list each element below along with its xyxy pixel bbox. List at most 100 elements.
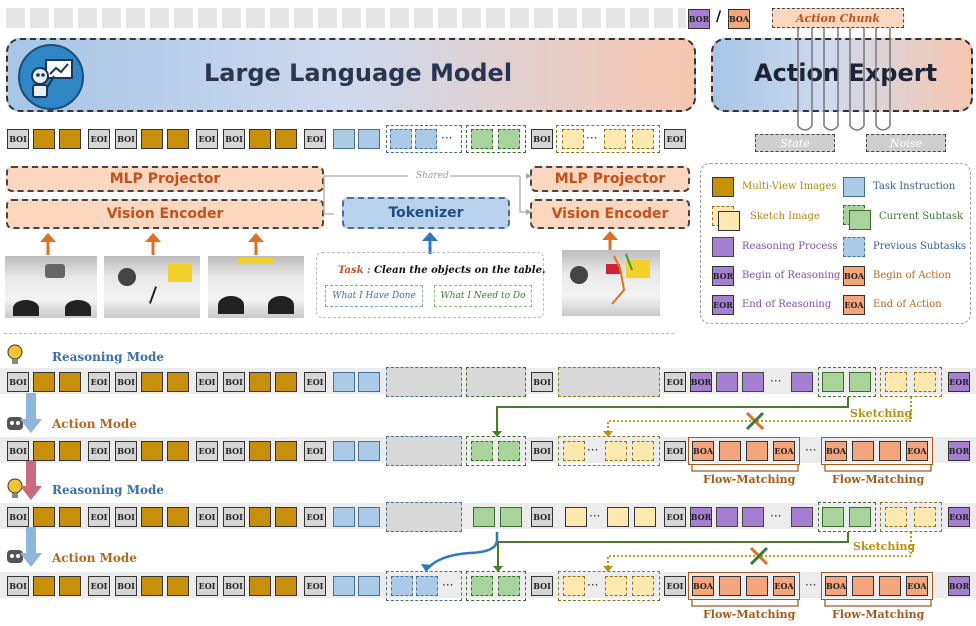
previous-subtasks-group <box>386 125 462 153</box>
flow-matching-bracket <box>691 465 932 472</box>
image-token <box>167 372 189 392</box>
previous-subtasks-placeholder <box>386 367 462 397</box>
eoi-token: EOI <box>664 372 686 392</box>
bor-token: BOR <box>948 576 970 596</box>
pencil-brush-icon <box>745 411 765 431</box>
image-token <box>141 576 163 596</box>
legend-previous-subtasks: Previous Subtasks <box>873 241 967 252</box>
instruction-token <box>358 129 380 149</box>
reasoning-mode-label: Reasoning Mode <box>52 350 165 364</box>
bor-token: BOR <box>690 372 712 392</box>
reasoning-token <box>791 507 813 527</box>
reasoning-token <box>716 507 738 527</box>
legend-panel <box>700 163 971 324</box>
ellipsis: ··· <box>441 131 453 145</box>
boi-token: BOI <box>115 507 137 527</box>
previous-subtask-token <box>416 576 438 596</box>
flow-matching-bracket <box>691 600 932 607</box>
image-token <box>59 129 81 149</box>
previous-subtasks-placeholder <box>386 436 462 466</box>
ellipsis: ··· <box>805 578 817 592</box>
action-chunk-group <box>821 437 933 465</box>
reasoning-token <box>791 372 813 392</box>
eoi-token: EOI <box>88 129 110 149</box>
action-token <box>879 441 901 461</box>
sketch-group <box>556 125 660 153</box>
instruction-token <box>333 576 355 596</box>
sketch-token <box>605 576 627 596</box>
robot-icon <box>7 417 23 430</box>
pencil-brush-icon <box>749 546 769 566</box>
image-token <box>167 507 189 527</box>
image-token <box>33 372 55 392</box>
legend-current-subtask: Current Subtask <box>879 211 964 222</box>
boi-token: BOI <box>223 507 245 527</box>
instruction-token <box>333 507 355 527</box>
current-subtask-token <box>471 129 493 149</box>
boi-token: BOI <box>7 507 29 527</box>
current-subtask-placeholder <box>466 367 526 397</box>
image-token <box>141 441 163 461</box>
action-chunk-group <box>688 437 800 465</box>
image-token <box>33 507 55 527</box>
action-chunk-group <box>688 572 800 600</box>
arrow-up-icon <box>422 232 438 254</box>
image-token <box>59 372 81 392</box>
current-subtask-group <box>818 502 876 532</box>
action-token <box>719 576 741 596</box>
eoi-token: EOI <box>196 507 218 527</box>
reasoning-token <box>742 507 764 527</box>
image-token <box>59 441 81 461</box>
action-token <box>852 576 874 596</box>
ellipsis: ··· <box>587 578 599 592</box>
current-subtask-token <box>473 507 495 527</box>
boi-token: BOI <box>7 576 29 596</box>
previous-subtasks-group <box>386 571 462 601</box>
camera-view-3 <box>208 256 304 318</box>
ellipsis: ··· <box>770 509 782 523</box>
image-token <box>141 372 163 392</box>
eoi-token: EOI <box>304 372 326 392</box>
arrow-up-icon <box>248 233 264 255</box>
image-token <box>249 372 271 392</box>
image-token <box>167 441 189 461</box>
boi-token: BOI <box>7 441 29 461</box>
camera-view-2 <box>104 256 200 318</box>
action-token <box>852 441 874 461</box>
action-token <box>879 576 901 596</box>
eoi-token: EOI <box>304 507 326 527</box>
sketch-group <box>558 436 660 466</box>
sketch-token <box>565 507 587 527</box>
action-expert-banner <box>711 38 973 112</box>
ellipsis: ··· <box>770 374 782 388</box>
bor-token: BOR <box>690 507 712 527</box>
current-subtask-token <box>498 576 520 596</box>
image-token <box>167 576 189 596</box>
boi-token: BOI <box>531 129 553 149</box>
current-subtask-group <box>818 367 876 397</box>
image-token <box>249 129 271 149</box>
eor-token: EOR <box>948 372 970 392</box>
eoi-token: EOI <box>304 441 326 461</box>
mlp-projector-right: MLP Projector <box>530 166 690 192</box>
action-chunk-label: Action Chunk <box>772 8 904 28</box>
legend-swatch-reasoning <box>712 237 734 257</box>
ellipsis: ··· <box>587 443 599 457</box>
current-subtask-token <box>471 441 493 461</box>
previous-subtasks-placeholder <box>386 502 462 532</box>
eoi-token: EOI <box>88 372 110 392</box>
state-box: State <box>755 134 835 152</box>
sketch-group <box>880 367 942 397</box>
legend-swatch-sketch-solid <box>718 211 740 231</box>
action-mode-label: Action Mode <box>52 551 137 565</box>
action-expert-title: Action Expert <box>754 59 938 87</box>
current-subtask-token <box>500 507 522 527</box>
current-subtask-group <box>466 436 526 466</box>
image-token <box>33 576 55 596</box>
instruction-token <box>333 441 355 461</box>
eoi-token: EOI <box>88 507 110 527</box>
boa-token: BOA <box>692 441 714 461</box>
down-arrow-icon <box>20 527 42 567</box>
sketch-group <box>558 571 660 601</box>
boi-token: BOI <box>7 129 29 149</box>
